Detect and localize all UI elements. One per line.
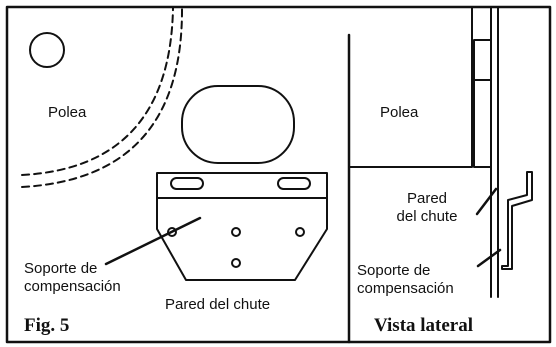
bracket-hole-3: [295, 227, 305, 237]
small-circle: [29, 32, 65, 68]
bracket-hole-4: [231, 258, 241, 268]
side-pulley-outline: [348, 7, 473, 168]
side-wall-label-line1: Pared: [406, 190, 448, 207]
bracket-label-line1: Soporte de: [24, 260, 98, 277]
bracket-hole-1: [167, 227, 177, 237]
side-bracket-label-line1: Soporte de: [357, 262, 431, 279]
pulley-dashed-arc-inner: [21, 7, 184, 188]
oval-cutout: [181, 85, 295, 164]
figure-frame: [5, 5, 552, 344]
bracket-slot-right: [277, 177, 311, 190]
bracket-leader-line: [104, 216, 202, 266]
chute-wall-label: Pared del chute: [165, 296, 271, 313]
bracket-label-line2: compensación: [24, 278, 121, 295]
pulley-dashed-arc-outer: [21, 7, 174, 176]
bracket-hole-2: [231, 227, 241, 237]
side-bracket-label-line2: compensación: [357, 280, 454, 297]
bracket-slot-left: [170, 177, 204, 190]
figure-caption: Fig. 5: [24, 315, 70, 336]
side-view-caption: Vista lateral: [374, 315, 474, 336]
bracket-plate: [156, 172, 328, 281]
pulley-label: Polea: [48, 104, 87, 121]
support-bar-upper: [473, 39, 492, 81]
wall-leader-line: [475, 187, 498, 216]
side-pulley-label: Polea: [380, 104, 419, 121]
side-wall-label-line2: del chute: [396, 208, 458, 225]
side-bracket-profile: [501, 171, 533, 270]
support-bar-lower: [473, 79, 492, 168]
side-bracket-leader-line: [476, 248, 502, 268]
